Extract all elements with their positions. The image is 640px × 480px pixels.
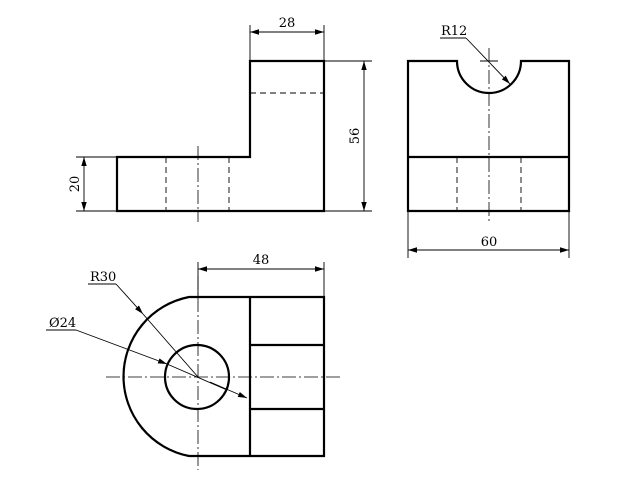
dim-r12-leader xyxy=(465,37,511,85)
dim-60-label: 60 xyxy=(481,235,498,250)
front-view-outline xyxy=(115,59,326,213)
dim-hole-leader-far xyxy=(209,381,248,399)
dim-r30-leader xyxy=(115,283,144,315)
side-view: R12 60 xyxy=(406,24,571,258)
top-view: 48 R30 Ø24 xyxy=(46,253,340,470)
dim-hole-leader-across xyxy=(166,363,228,391)
dim-hole-label: Ø24 xyxy=(49,316,76,331)
dim-hole-leader-to-near xyxy=(75,329,168,365)
dim-20-label: 20 xyxy=(68,176,83,193)
dim-48-label: 48 xyxy=(253,253,270,268)
front-view: 28 56 20 xyxy=(68,16,372,222)
dim-r12-label: R12 xyxy=(441,24,467,39)
dim-r30-label: R30 xyxy=(90,270,116,285)
top-view-outline xyxy=(122,295,326,458)
dim-56-label: 56 xyxy=(348,128,363,145)
dim-r30-leader-through-center xyxy=(142,313,199,378)
dim-28-label: 28 xyxy=(279,16,296,31)
side-view-outline xyxy=(406,59,571,213)
